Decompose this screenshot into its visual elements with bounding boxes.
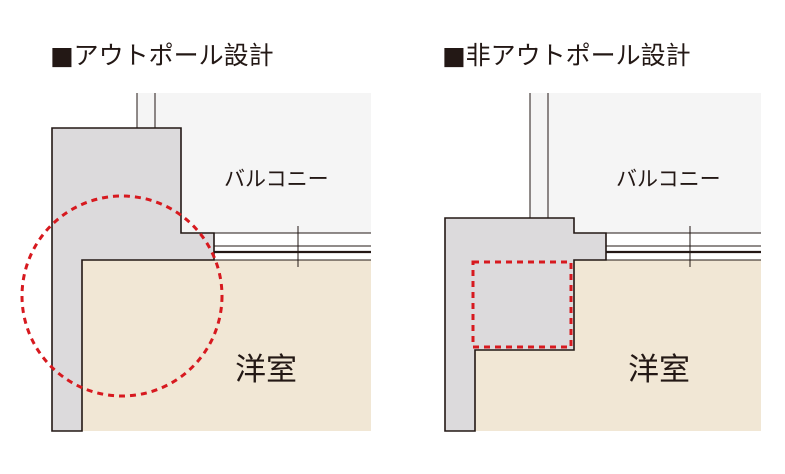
right-balcony-label: バルコニー [616,167,721,191]
left-diagram: バルコニー 洋室 [20,93,371,432]
left-room-area [82,260,371,431]
left-balcony-label: バルコニー [224,167,329,191]
right-room-label: 洋室 [628,352,690,388]
left-room-label: 洋室 [235,352,297,388]
right-pillar-wall [444,217,607,432]
right-balcony-area [530,93,761,233]
left-title: ■アウトポール設計 [50,41,274,70]
right-window-sash [606,226,761,267]
left-window-sash [214,226,371,267]
right-title: ■非アウトポール設計 [442,41,691,70]
right-highlight-rect [471,260,573,349]
right-diagram: バルコニー 洋室 [444,93,761,432]
left-highlight-circle [20,194,224,398]
